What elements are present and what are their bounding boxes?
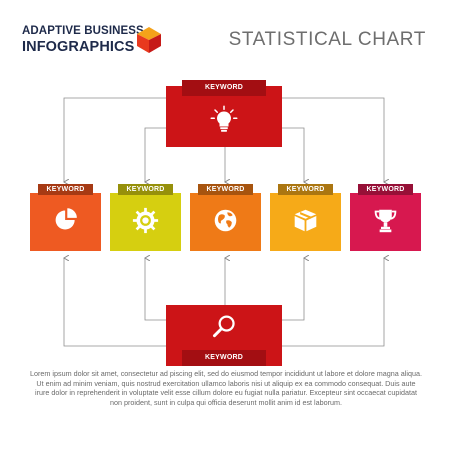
item-label-5: KEYWORD	[358, 184, 413, 195]
item-label-1: KEYWORD	[38, 184, 93, 195]
item-card-2: KEYWORD	[110, 184, 181, 251]
trophy-icon	[374, 209, 397, 233]
lightbulb-icon	[210, 105, 238, 132]
item-label-3: KEYWORD	[198, 184, 253, 195]
item-card-3: KEYWORD	[190, 184, 261, 251]
box-icon	[294, 209, 317, 232]
brand-line-1: ADAPTIVE BUSINESS	[22, 25, 144, 37]
item-card-4: KEYWORD	[270, 184, 341, 251]
gear-icon	[132, 207, 159, 234]
bottom-node: KEYWORD	[166, 305, 282, 366]
description-text: Lorem ipsum dolor sit amet, consectetur …	[30, 369, 422, 407]
globe-icon	[214, 209, 237, 232]
item-card-1: KEYWORD	[30, 184, 101, 251]
pie-chart-icon	[55, 208, 77, 230]
item-label-4: KEYWORD	[278, 184, 333, 195]
brand: ADAPTIVE BUSINESS INFOGRAPHICS	[22, 25, 144, 55]
cube-logo-icon	[137, 27, 161, 53]
item-card-5: KEYWORD	[350, 184, 421, 251]
item-label-2: KEYWORD	[118, 184, 173, 195]
brand-line-2: INFOGRAPHICS	[22, 38, 135, 55]
bottom-node-label: KEYWORD	[182, 350, 266, 366]
magnifier-icon	[212, 315, 235, 338]
page-title: STATISTICAL CHART	[228, 29, 426, 50]
top-node-label: KEYWORD	[182, 80, 266, 96]
top-node: KEYWORD	[166, 80, 282, 147]
